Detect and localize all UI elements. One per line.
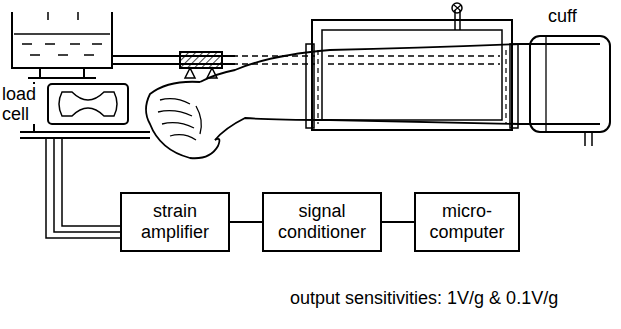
box-label: micro-computer [424,201,510,243]
note-text: output sensitivities: 1V/g & 0.1V/g [290,288,558,308]
process-box: micro-computer [414,192,520,252]
signal-line [382,222,414,223]
box-label: signal conditioner [272,201,372,243]
process-box: strain amplifier [120,192,230,252]
box-label: strain amplifier [130,201,220,243]
signal-line [230,222,262,223]
part-name: cuff [548,6,577,26]
part-name: load cell [2,84,46,124]
process-box: signal conditioner [262,192,382,252]
